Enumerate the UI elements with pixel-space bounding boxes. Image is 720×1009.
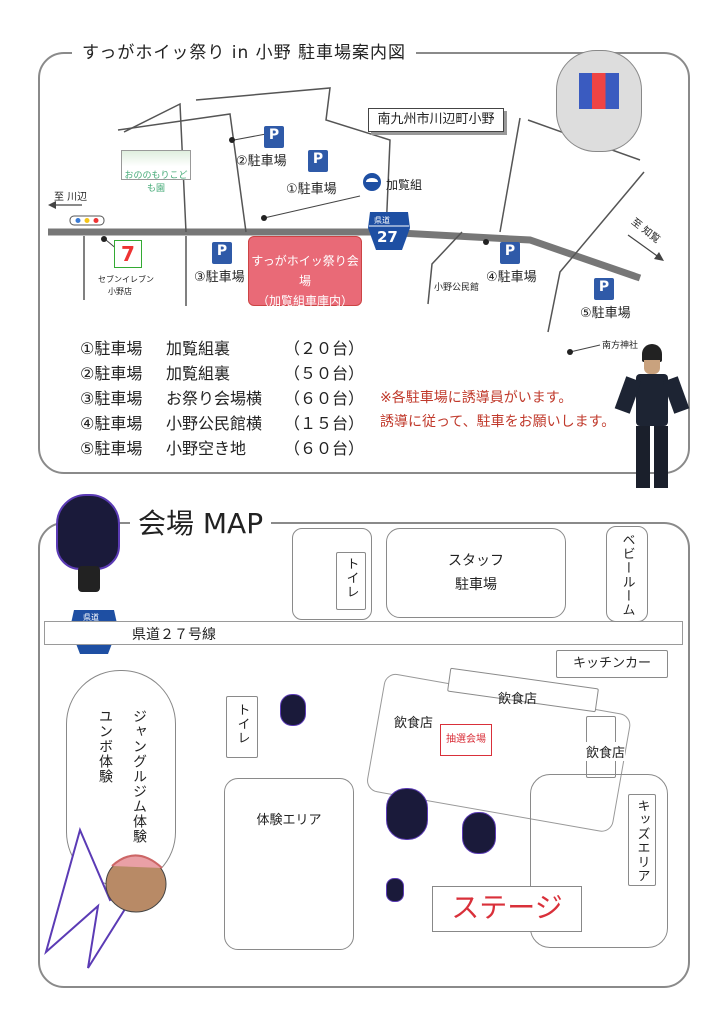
food-label-right: 飲食店	[586, 742, 626, 761]
mascot-head-image	[56, 494, 120, 570]
police-figure-image	[614, 342, 690, 494]
seven-eleven-logo: 7	[114, 240, 142, 268]
baby-room: ベビールーム	[606, 526, 648, 622]
toilet-2: トイレ	[226, 696, 258, 758]
kids-area-zone	[530, 774, 668, 948]
stage: ステージ	[432, 886, 582, 932]
lottery-venue: 抽選会場	[440, 724, 492, 756]
mascot-body-image	[78, 566, 100, 592]
venue-sub-label: （加覧組車庫内）	[256, 294, 353, 308]
parking-icon: P	[500, 242, 520, 264]
parking-3-label: ③駐車場	[194, 270, 245, 285]
shrine-label: 南方神社	[602, 341, 639, 351]
venue-map-title: 会場 MAP	[130, 502, 272, 542]
to-kawanabe-label: 至 川辺	[54, 192, 88, 203]
parking-icon: P	[264, 126, 284, 148]
city-label: 南九州市川辺町小野	[368, 108, 504, 132]
note-line-2: 誘導に従って、駐車をお願いします。	[380, 414, 616, 430]
mosaic-icon	[579, 73, 619, 109]
route-badge-num: 27	[80, 624, 108, 648]
lightning-face-image	[44, 826, 167, 969]
parking-5-label: ⑤駐車場	[580, 306, 631, 321]
experience-area: 体験エリア	[224, 778, 354, 950]
mascot-head-image	[386, 878, 404, 902]
list-item: ①駐車場加覧組裏（２０台）	[80, 339, 365, 358]
forest-kindergarten: おののもりこども園	[121, 150, 191, 194]
main-road	[48, 228, 642, 282]
parking-map-title: すっがホイッ祭り in 小野 駐車場案内図	[72, 38, 417, 63]
staff-parking: スタッフ 駐車場	[386, 528, 566, 618]
prefectural-road	[44, 621, 683, 645]
toilet-1: トイレ	[336, 552, 366, 610]
parking-1-label: ①駐車場	[286, 182, 337, 197]
parking-icon: P	[308, 150, 328, 172]
route-27-badge-top	[368, 212, 410, 250]
route-badge-num: 27	[377, 228, 398, 246]
food-label-top: 飲食店	[498, 692, 538, 707]
parking-2-label: ②駐車場	[236, 154, 287, 169]
jungle-gym-label: ジャングルジム体験	[131, 709, 147, 844]
mascot-head-image	[386, 788, 428, 840]
mascot-head-image	[462, 812, 496, 854]
parking-icon: P	[594, 278, 614, 300]
kids-area: キッズエリア	[628, 794, 656, 886]
parking-icon: P	[212, 242, 232, 264]
parking-list: ①駐車場加覧組裏（２０台） ②駐車場加覧組裏（５０台） ③駐車場お祭り会場横（６…	[80, 336, 364, 461]
kaken-label: 加覧組	[386, 178, 423, 192]
road-label: 県道２７号線	[132, 627, 216, 643]
mascot-face-image	[556, 50, 642, 152]
route-badge-top-text: 県道	[83, 613, 99, 622]
festival-venue: すっがホイッ祭り会場 （加覧組車庫内）	[248, 236, 362, 308]
list-item: ⑤駐車場小野空き地（６０台）	[80, 439, 365, 458]
seven-eleven-label: セブンイレブン	[98, 275, 154, 284]
list-item: ③駐車場お祭り会場横（６０台）	[80, 389, 365, 408]
note-line-1: ※各駐車場に誘導員がいます。	[380, 390, 573, 406]
yunbo-label: ユンボ体験	[97, 709, 113, 784]
community-hall-label: 小野公民館	[434, 283, 480, 293]
list-item: ②駐車場加覧組裏（５０台）	[80, 364, 365, 383]
mascot-head-image	[280, 694, 306, 726]
route-badge-top-text: 県道	[374, 216, 390, 225]
venue-map-frame	[38, 522, 690, 988]
parking-4-label: ④駐車場	[486, 270, 537, 285]
list-item: ④駐車場小野公民館横（１５台）	[80, 414, 365, 433]
venue-label: すっがホイッ祭り会場	[251, 254, 359, 288]
food-label-left: 飲食店	[394, 716, 434, 731]
seven-eleven-store: 小野店	[108, 287, 132, 296]
kitchen-car: キッチンカー	[556, 650, 668, 678]
guidance-note: ※各駐車場に誘導員がいます。 誘導に従って、駐車をお願いします。	[380, 386, 615, 434]
